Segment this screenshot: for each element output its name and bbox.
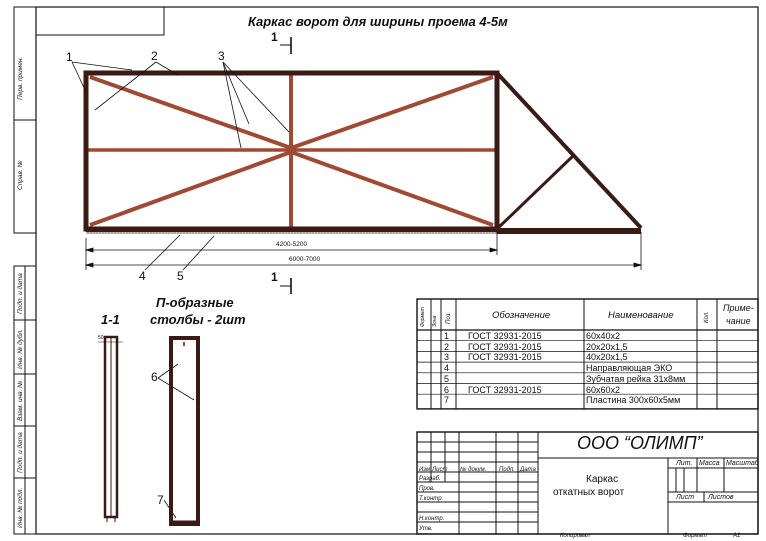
spec-row-pos: 3 bbox=[444, 352, 450, 363]
dim-inner-text: 4200-5200 bbox=[276, 241, 308, 248]
spec-row-pos: 4 bbox=[444, 363, 450, 374]
spec-row-pos: 7 bbox=[444, 395, 450, 406]
dim-outer-text: 6000-7000 bbox=[289, 256, 321, 263]
tb-list: Лист bbox=[676, 494, 695, 501]
tb-format-label: Формат bbox=[683, 533, 707, 539]
callout-6: 6 bbox=[151, 370, 158, 384]
gate-diagonal-brace bbox=[290, 150, 494, 227]
spec-header-format: Формат bbox=[420, 307, 426, 327]
side-podp-data-2: Подп. и дата bbox=[17, 432, 24, 473]
tb-col-sign: Подп. bbox=[499, 467, 515, 473]
spec-row-name: 60х60х2 bbox=[586, 384, 621, 395]
spec-row-pos: 5 bbox=[444, 373, 450, 384]
post-dim-text: 50 bbox=[98, 335, 104, 341]
guide-rail bbox=[86, 228, 641, 234]
spec-row-name: 60х40х2 bbox=[586, 331, 621, 341]
doc-name-line1: Каркас bbox=[586, 474, 619, 485]
spec-row-designation: ГОСТ 32931-2015 bbox=[468, 352, 542, 363]
spec-header-name: Наименование bbox=[608, 310, 674, 321]
spec-row-name: Зубчатая рейка 31х8мм bbox=[586, 373, 686, 384]
posts-title-line1: П-образные bbox=[156, 295, 234, 310]
spec-row-pos: 2 bbox=[444, 341, 450, 352]
gate-tail-brace bbox=[495, 153, 576, 231]
side-inv-podl: Инв. № подл. bbox=[17, 487, 24, 528]
side-vzam-inv: Взам. инв. № bbox=[17, 380, 24, 421]
callout-2: 2 bbox=[151, 49, 158, 63]
u-post bbox=[169, 336, 200, 526]
spec-row-pos: 6 bbox=[444, 384, 450, 395]
tb-listov: Листов bbox=[708, 494, 734, 501]
posts-title-line2: столбы - 2шт bbox=[150, 312, 246, 327]
tb-nkontr: Н.контр. bbox=[419, 516, 445, 522]
spec-header-designation: Обозначение bbox=[492, 310, 551, 321]
tb-razrab: Разраб. bbox=[419, 476, 441, 482]
tb-lit: Лит. bbox=[676, 460, 693, 467]
tb-format-value: А1 bbox=[733, 533, 741, 539]
tb-col-izm: Изм bbox=[419, 467, 431, 473]
post-section-profile bbox=[98, 335, 123, 522]
callout-3: 3 bbox=[218, 49, 225, 63]
spec-row-pos: 1 bbox=[444, 331, 450, 341]
spec-row-name: Пластина 300х60х5мм bbox=[586, 395, 681, 406]
tb-masshtab: Масштаб bbox=[726, 460, 759, 467]
tb-utv: Утв. bbox=[419, 526, 433, 532]
callout-7: 7 bbox=[157, 493, 164, 507]
tb-tkontr: Т.контр. bbox=[419, 496, 444, 502]
gate-tail-top bbox=[495, 71, 643, 230]
tb-prov: Пров. bbox=[419, 486, 435, 492]
spec-row-name: Направляющая ЭКО bbox=[586, 363, 673, 374]
tb-col-list: Лист bbox=[432, 467, 448, 473]
gear-rack bbox=[86, 232, 497, 234]
section-title: 1-1 bbox=[101, 312, 120, 327]
spec-row-name: 20х20х1,5 bbox=[586, 341, 628, 352]
gate-frame bbox=[83, 70, 643, 234]
spec-row-designation: ГОСТ 32931-2015 bbox=[468, 384, 542, 395]
gate-diagonal-brace bbox=[89, 150, 292, 227]
callout-4: 4 bbox=[139, 269, 146, 283]
spec-header-zone: Зона bbox=[432, 315, 438, 327]
title-block bbox=[416, 431, 759, 535]
spec-header-pos: Поз. bbox=[446, 311, 452, 324]
section-mark-label-top: 1 bbox=[271, 30, 278, 44]
gate-diagonal-brace bbox=[89, 75, 292, 150]
doc-name-line2: откатных ворот bbox=[553, 487, 625, 498]
callout-1: 1 bbox=[66, 50, 73, 64]
company-name: ООО “ОЛИМП” bbox=[577, 433, 703, 453]
side-inv-dubl: Инв. № дубл. bbox=[17, 329, 24, 369]
tb-col-doc: № докум. bbox=[460, 467, 487, 473]
spec-row-name: 40х20х1,5 bbox=[586, 352, 628, 363]
side-podp-data-1: Подп. и дата bbox=[17, 273, 24, 314]
spec-table bbox=[416, 298, 759, 410]
top-left-stamp bbox=[35, 6, 165, 36]
side-sprav-no: Справ. № bbox=[17, 160, 24, 190]
spec-row-designation: ГОСТ 32931-2015 bbox=[468, 341, 542, 352]
tb-massa: Масса bbox=[699, 460, 720, 467]
drawing-title: Каркас ворот для ширины проема 4-5м bbox=[248, 14, 508, 29]
spec-header-note-2: чание bbox=[726, 316, 751, 326]
tb-col-date: Дата bbox=[520, 467, 536, 473]
spec-header-qty: Кол. bbox=[704, 311, 710, 323]
spec-border bbox=[416, 298, 759, 410]
spec-row-designation: ГОСТ 32931-2015 bbox=[468, 331, 542, 341]
tb-copied: Копировал bbox=[560, 533, 590, 539]
spec-header-note-1: Приме- bbox=[723, 303, 754, 313]
callout-5: 5 bbox=[177, 269, 184, 283]
side-perv-primen: Перв. примен. bbox=[17, 56, 24, 100]
gate-diagonal-brace bbox=[290, 75, 494, 150]
section-mark-label-bottom: 1 bbox=[271, 270, 278, 284]
